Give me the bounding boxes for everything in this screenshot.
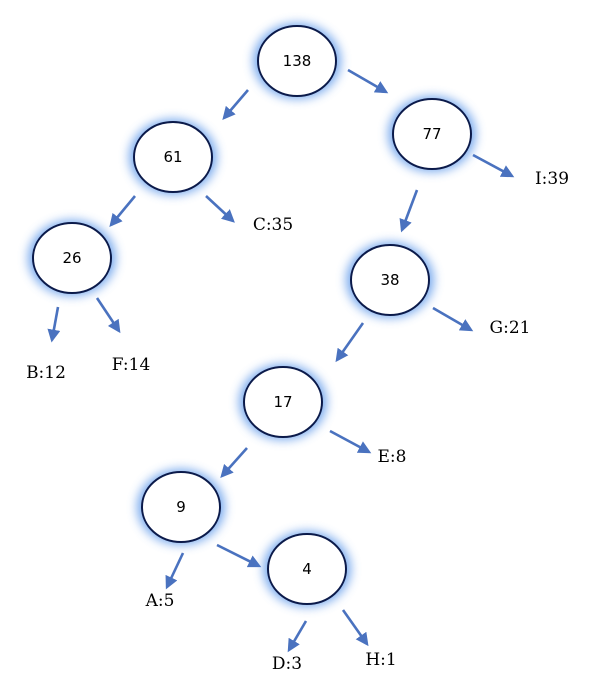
leaf-label-h: H:1 bbox=[365, 650, 396, 670]
node-circle bbox=[32, 222, 112, 294]
leaf-label-c: C:35 bbox=[253, 215, 293, 235]
tree-node-138: 138 bbox=[253, 23, 341, 99]
leaf-label-e: E:8 bbox=[378, 447, 407, 467]
leaf-label-b: B:12 bbox=[26, 363, 66, 383]
tree-edge-arrow bbox=[341, 609, 369, 647]
tree-edge-arrow bbox=[399, 189, 419, 233]
node-circle bbox=[141, 471, 221, 543]
tree-node-4: 4 bbox=[263, 531, 351, 607]
leaf-label-g: G:21 bbox=[490, 318, 531, 338]
node-label: 38 bbox=[380, 271, 399, 289]
node-circle bbox=[257, 25, 337, 97]
tree-node-9: 9 bbox=[137, 469, 225, 545]
tree-node-61: 61 bbox=[129, 119, 217, 195]
node-label: 138 bbox=[283, 52, 312, 70]
tree-edge-arrow bbox=[472, 153, 515, 178]
tree-node-77: 77 bbox=[388, 96, 476, 172]
tree-edge-arrow bbox=[335, 322, 365, 363]
tree-edge-arrow bbox=[95, 297, 121, 334]
node-label: 26 bbox=[62, 249, 81, 267]
tree-node-26: 26 bbox=[28, 220, 116, 296]
tree-edge-arrow bbox=[287, 620, 308, 653]
tree-edge-arrow bbox=[165, 552, 185, 590]
tree-edge-arrow bbox=[432, 306, 474, 332]
leaf-label-a: A:5 bbox=[145, 591, 175, 611]
node-circle bbox=[392, 98, 472, 170]
node-label: 77 bbox=[422, 125, 441, 143]
tree-edge-arrow bbox=[47, 306, 61, 343]
node-label: 61 bbox=[163, 148, 182, 166]
node-circle bbox=[243, 366, 323, 438]
node-label: 4 bbox=[302, 560, 312, 578]
tree-edge-arrow bbox=[222, 89, 249, 120]
leaf-label-d: D:3 bbox=[272, 654, 302, 674]
tree-edge-arrow bbox=[347, 68, 389, 94]
node-circle bbox=[267, 533, 347, 605]
leaf-label-i: I:39 bbox=[535, 169, 569, 189]
tree-node-17: 17 bbox=[239, 364, 327, 440]
tree-edge-arrow bbox=[109, 195, 137, 228]
tree-edge-arrow bbox=[205, 195, 235, 223]
node-label: 17 bbox=[273, 393, 292, 411]
tree-node-38: 38 bbox=[346, 242, 434, 318]
tree-edge-arrow bbox=[216, 543, 262, 568]
node-label: 9 bbox=[176, 498, 186, 516]
tree-edge-arrow bbox=[220, 447, 248, 478]
leaf-label-f: F:14 bbox=[112, 355, 151, 375]
tree-edge-arrow bbox=[329, 429, 372, 454]
node-circle bbox=[350, 244, 430, 316]
node-circle bbox=[133, 121, 213, 193]
